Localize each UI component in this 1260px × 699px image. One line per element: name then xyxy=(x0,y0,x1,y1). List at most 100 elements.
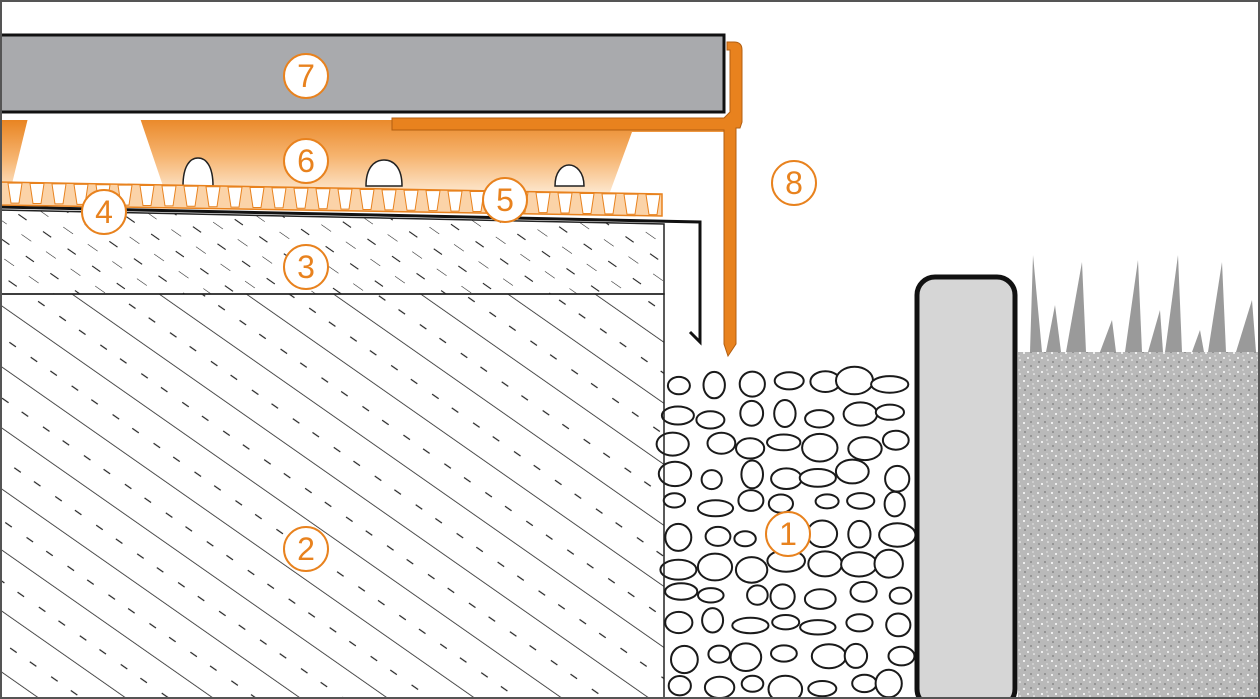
gravel-stone xyxy=(878,522,917,548)
gravel-stone xyxy=(701,607,725,634)
gravel-stone xyxy=(770,467,803,491)
gravel-stone xyxy=(707,644,732,664)
mat-cell xyxy=(315,188,331,210)
gravel-layer xyxy=(655,365,917,699)
mat-cell xyxy=(227,186,243,208)
mat-cell xyxy=(271,187,287,209)
gravel-stone xyxy=(740,674,765,693)
gravel-stone xyxy=(659,558,698,581)
screed-layer xyxy=(0,209,665,295)
gravel-stone xyxy=(696,552,734,582)
mat-cell xyxy=(645,194,661,216)
gravel-stone xyxy=(846,492,876,510)
gravel-stone xyxy=(733,530,757,548)
gravel-stone xyxy=(769,583,796,610)
adhesive-lumps xyxy=(182,157,585,187)
gravel-stone xyxy=(697,587,725,604)
gravel-stone xyxy=(706,431,737,455)
mat-cell xyxy=(205,186,221,208)
gravel-stone xyxy=(806,519,839,549)
gravel-stone xyxy=(739,399,765,427)
gravel-stone xyxy=(798,468,837,488)
gravel-stone xyxy=(703,675,736,699)
mat-cell xyxy=(139,185,155,207)
mat-cell xyxy=(161,185,177,207)
gravel-stone xyxy=(773,399,797,428)
membrane-line xyxy=(0,205,702,346)
label-gravel: 1 xyxy=(765,511,811,557)
mat-cell xyxy=(29,183,45,205)
edge-profile xyxy=(391,41,743,358)
base-layer xyxy=(0,293,665,699)
gravel-stone xyxy=(740,459,765,490)
mat-cell xyxy=(381,189,397,211)
gravel-stone xyxy=(738,370,766,398)
label-membrane: 4 xyxy=(81,189,127,235)
gravel-stone xyxy=(771,614,801,631)
gravel-stone xyxy=(835,365,874,396)
mat-cell xyxy=(447,190,463,212)
gravel-stone xyxy=(704,525,732,547)
gravel-stone xyxy=(734,556,769,584)
gravel-stone xyxy=(810,643,848,670)
gravel-stone xyxy=(695,410,726,430)
mat-cell xyxy=(293,187,309,209)
gravel-stone xyxy=(729,642,763,673)
mat-cell xyxy=(623,193,639,215)
gravel-stone xyxy=(804,409,835,429)
gravel-stone xyxy=(801,432,839,463)
gravel-stone xyxy=(666,375,691,396)
label-mortar-bed: 6 xyxy=(283,138,329,184)
mat-cell xyxy=(7,182,23,204)
gravel-stone xyxy=(664,610,694,635)
gravel-stone xyxy=(700,469,723,491)
ground-area xyxy=(1018,255,1260,699)
gravel-stone xyxy=(731,616,770,635)
label-screed-layer: 3 xyxy=(283,244,329,290)
gravel-stone xyxy=(803,588,837,610)
gravel-stone xyxy=(843,642,869,669)
gravel-stone xyxy=(767,493,795,514)
gravel-stone xyxy=(767,674,804,699)
gravel-stone xyxy=(884,464,911,493)
mat-cell xyxy=(425,190,441,212)
mat-cell xyxy=(359,188,375,210)
gravel-stone xyxy=(660,405,695,426)
gravel-stone xyxy=(887,645,916,667)
label-drainage-mat: 5 xyxy=(482,177,528,223)
gravel-stone xyxy=(881,429,910,451)
mat-cell xyxy=(579,192,595,214)
edge-post xyxy=(914,274,1018,699)
gravel-stone xyxy=(885,612,912,638)
gravel-stone xyxy=(773,371,805,391)
gravel-stone xyxy=(874,403,906,421)
gravel-stone xyxy=(870,375,910,394)
gravel-stone xyxy=(849,580,878,603)
gravel-stone xyxy=(874,668,903,699)
gravel-stone xyxy=(883,490,906,518)
gravel-stone xyxy=(667,675,692,697)
gravel-stone xyxy=(834,458,870,485)
gravel-stone xyxy=(746,584,769,606)
gravel-stone xyxy=(847,519,872,549)
gravel-stone xyxy=(702,370,726,400)
gravel-stone xyxy=(814,493,840,510)
gravel-stone xyxy=(842,401,879,427)
label-tile-covering: 7 xyxy=(283,53,329,99)
gravel-stone xyxy=(696,499,735,518)
label-base-layer: 2 xyxy=(283,526,329,572)
mat-cell xyxy=(183,185,199,207)
mat-cell xyxy=(249,187,265,208)
mat-cell xyxy=(535,192,551,214)
mat-cell xyxy=(403,189,419,211)
gravel-stone xyxy=(737,489,765,512)
gravel-stone xyxy=(847,436,883,462)
label-edge-profile: 8 xyxy=(771,160,817,206)
gravel-stone xyxy=(664,522,693,552)
tile-covering xyxy=(0,33,726,114)
gravel-stone xyxy=(840,551,878,578)
gravel-stone xyxy=(807,680,838,698)
gravel-stone xyxy=(735,437,766,460)
